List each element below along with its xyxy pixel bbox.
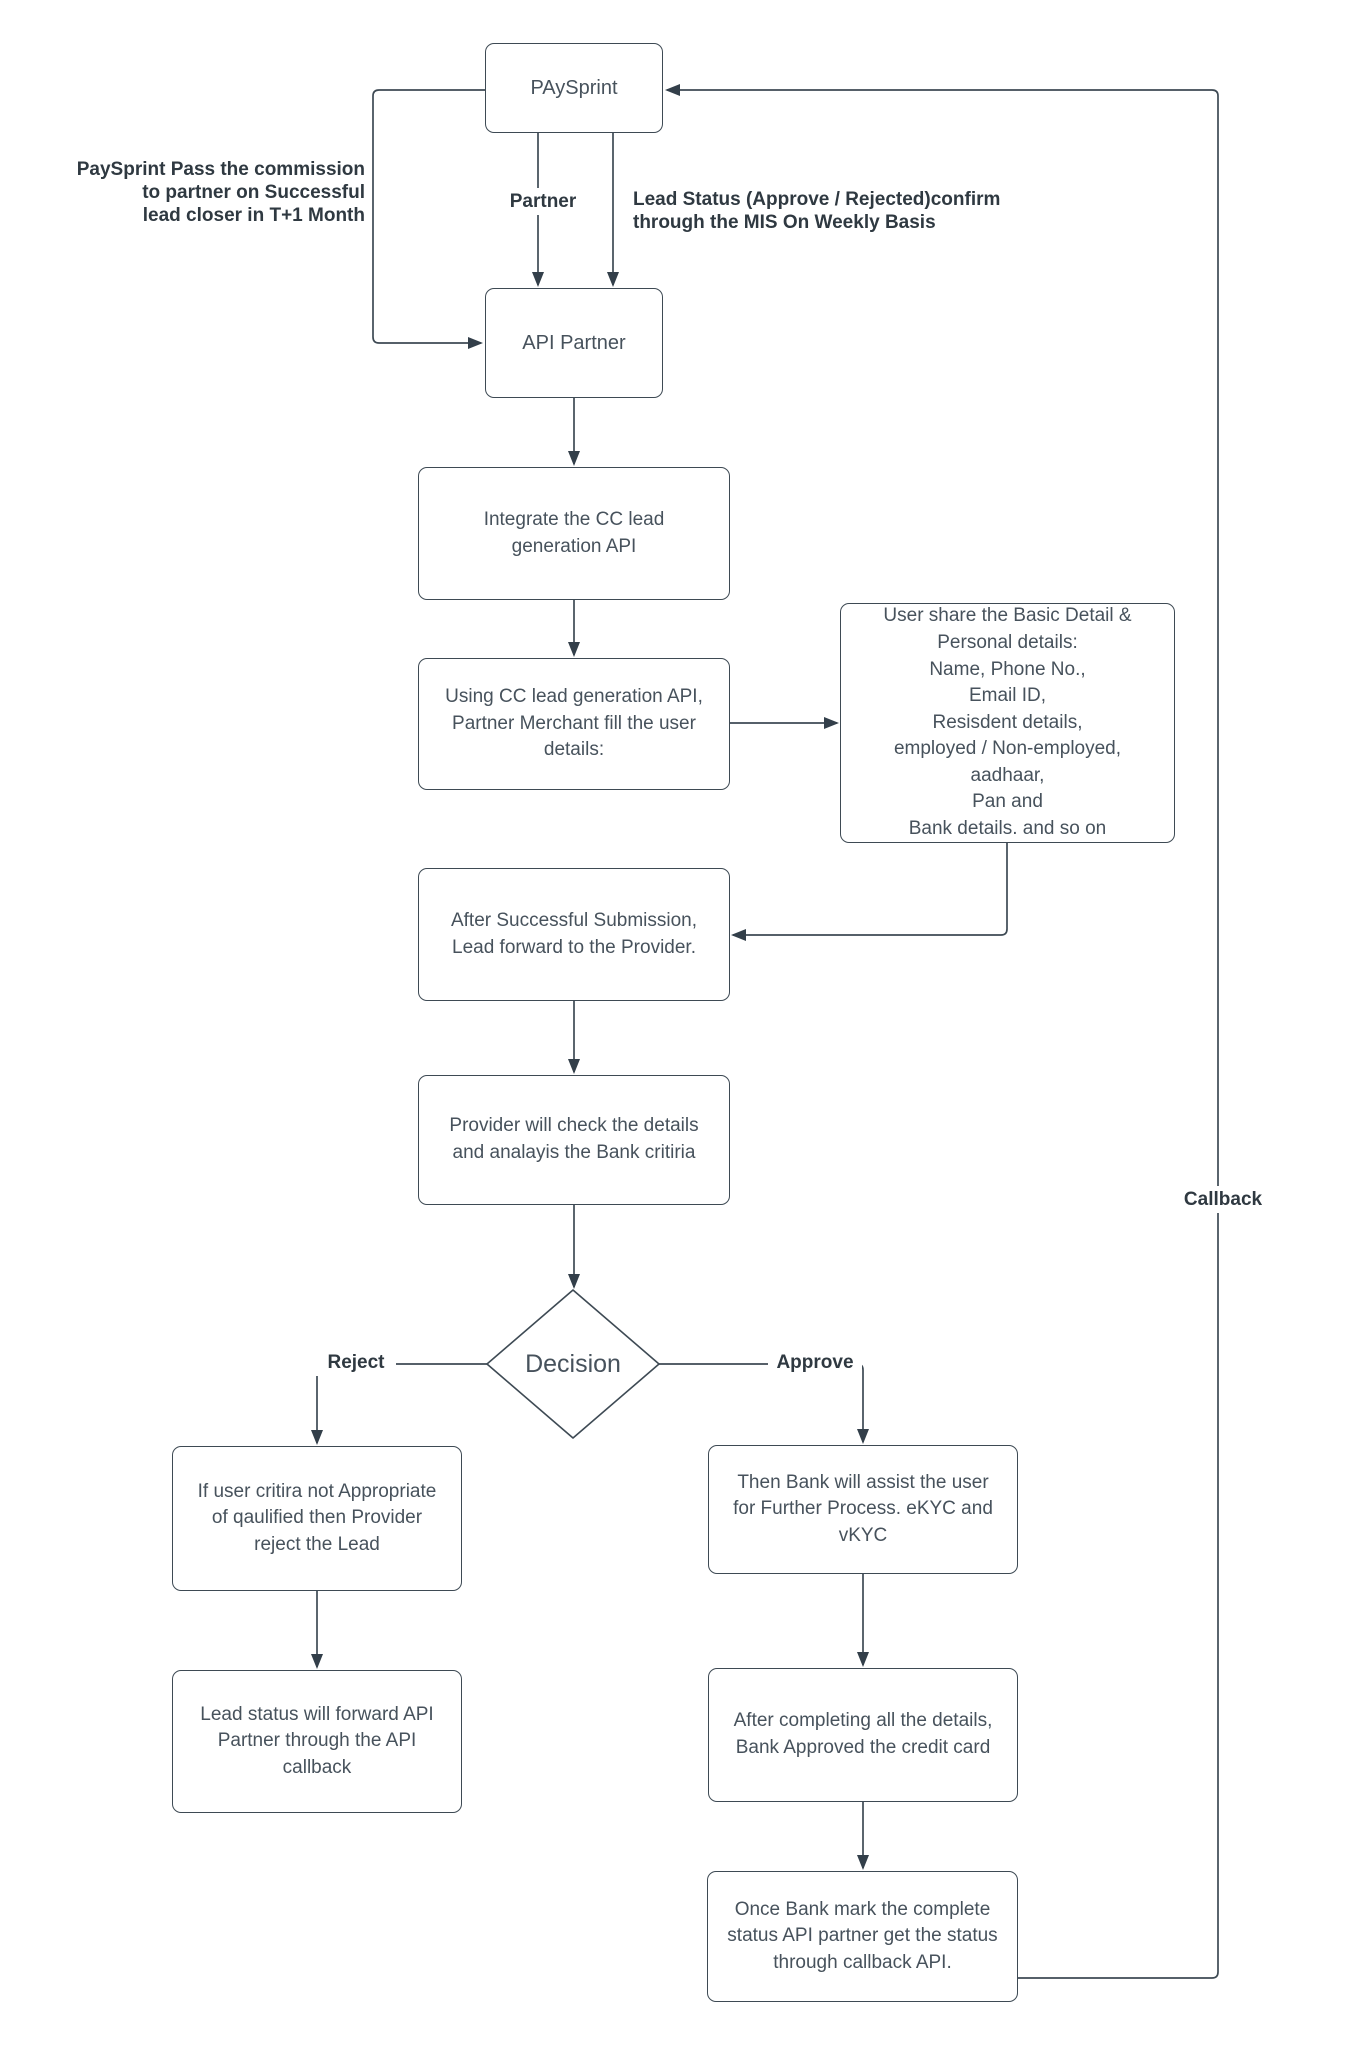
node-once-complete: Once Bank mark the complete status API p… [707,1871,1018,2002]
node-user-share-details: User share the Basic Detail & Personal d… [840,603,1175,843]
edge-usershare-to-aftersubmission-arrow [731,843,1008,941]
node-api-partner: API Partner [485,288,663,398]
edge-commission-arrow [372,89,485,349]
node-paysprint: PAySprint [485,43,663,133]
node-bank-approved: After completing all the details, Bank A… [708,1668,1018,1802]
decision-diamond-shape [486,1289,660,1439]
node-integrate-api: Integrate the CC lead generation API [418,467,730,600]
edge-label-partner: Partner [494,188,592,216]
edge-callback-loop-arrow [665,84,1219,1979]
node-after-submission: After Successful Submission, Lead forwar… [418,868,730,1001]
edge-label-reject: Reject [316,1349,396,1377]
node-reject-lead: If user critira not Appropriate of qauli… [172,1446,462,1591]
edge-label-lead-status: Lead Status (Approve / Rejected)confirm … [633,189,1001,234]
node-using-api: Using CC lead generation API, Partner Me… [418,658,730,790]
node-decision: Decision [525,1349,621,1378]
edge-label-approve: Approve [768,1349,862,1377]
node-lead-status-callback: Lead status will forward API Partner thr… [172,1670,462,1813]
node-provider-check: Provider will check the details and anal… [418,1075,730,1205]
edge-label-callback: Callback [1175,1186,1271,1214]
node-bank-assist: Then Bank will assist the user for Furth… [708,1445,1018,1574]
edge-label-commission: PaySprint Pass the commission to partner… [76,159,365,227]
